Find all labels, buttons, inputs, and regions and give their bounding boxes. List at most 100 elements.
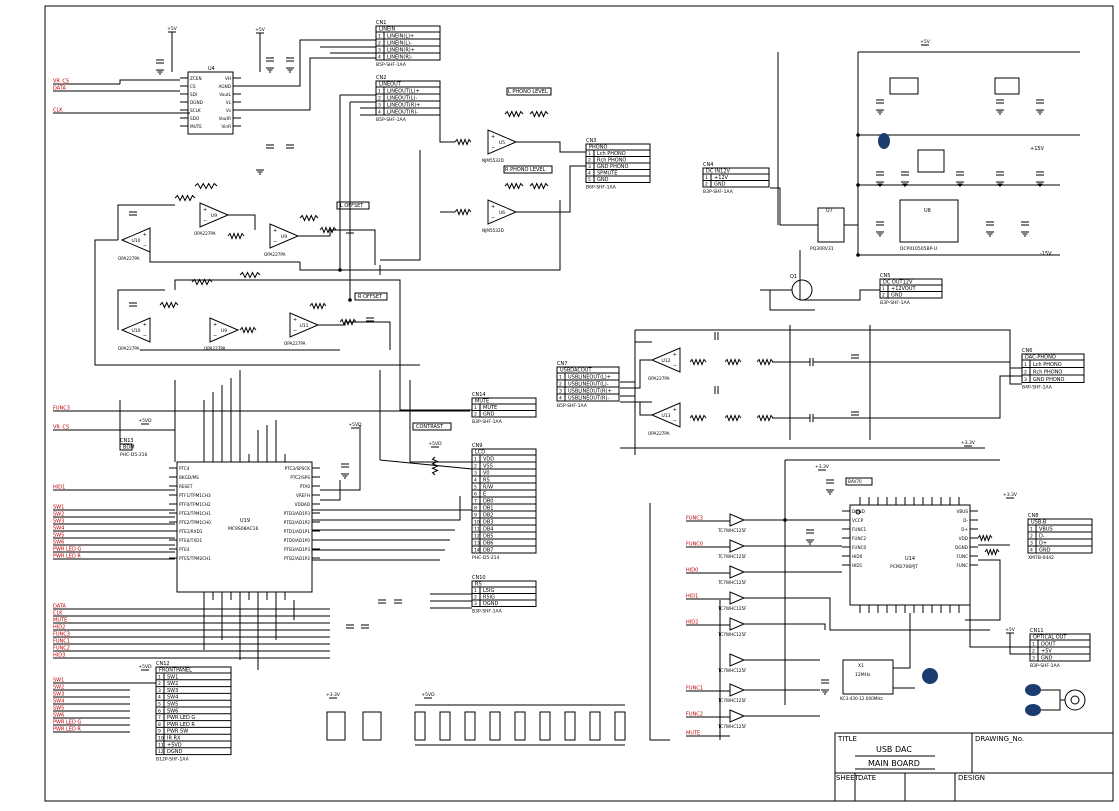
connector-pin-number: 1 xyxy=(378,89,381,95)
opamp-part: OPA227PA xyxy=(194,231,216,236)
net-label: MUTE xyxy=(686,731,700,737)
wire xyxy=(620,395,652,403)
label-box xyxy=(354,292,388,301)
connector-box xyxy=(1029,639,1091,662)
buffer-gate xyxy=(729,591,746,605)
connector-part: B12P-SHF-1AA xyxy=(156,757,190,763)
buffer-gate xyxy=(729,653,746,667)
connector-pin-name: SW3 xyxy=(167,688,178,694)
ic-part: PQ30RV31 xyxy=(810,246,834,252)
opamp-part: OPA227PA xyxy=(648,431,670,436)
connector-pin-number: 1 xyxy=(378,34,381,40)
connector-pin-number: 3 xyxy=(559,389,562,395)
opamp-part: OPA227PA xyxy=(204,346,226,351)
connector-pin-number: 12 xyxy=(158,749,164,755)
label-box xyxy=(412,422,452,431)
opamp-body xyxy=(487,199,518,225)
buffer-gate xyxy=(729,565,746,579)
connector-title: USB-B xyxy=(1031,520,1047,526)
opamp-ref: U5 xyxy=(499,140,505,146)
connector-pin-number: 2 xyxy=(588,158,591,164)
connector-pin-number: 2 xyxy=(158,681,161,687)
connector-pin-name: PWR SW xyxy=(167,729,188,735)
opamp-plus: + xyxy=(491,204,495,210)
ic-pin-name: PTE1/RXD1 xyxy=(179,529,203,534)
connector-pin-name: GND xyxy=(483,412,495,418)
net-label: SW3 xyxy=(53,519,64,525)
connector-pin-name: SW4 xyxy=(167,695,178,701)
ic-part: KC3-430-12.000MHz xyxy=(840,696,884,701)
connector-pin-name: Rch PHONO xyxy=(597,158,626,164)
connector-ref: CN6 xyxy=(1022,348,1032,354)
opamp-ref: U11 xyxy=(299,323,308,329)
connector-pin-number: 2 xyxy=(1024,370,1027,376)
net-label: SW6 xyxy=(53,540,64,546)
buffer-gate xyxy=(729,539,746,553)
connector-part: B3P-SHF-1AA xyxy=(880,300,911,306)
connector-pin-name: VDD xyxy=(483,457,494,463)
opamp-part: NJM5532D xyxy=(482,228,504,233)
ic-ref: U4 xyxy=(208,66,215,72)
ic-pin-name: MUTE xyxy=(190,124,202,129)
opamp-minus: − xyxy=(673,418,677,424)
wire xyxy=(149,252,300,263)
connector-pin-number: 1 xyxy=(1032,642,1035,648)
connector-box xyxy=(471,586,537,607)
net-label: PWR LED R xyxy=(53,727,81,733)
ic-pin-name: VL xyxy=(226,100,232,105)
resistor xyxy=(756,414,774,422)
drawing-no-label: DRAWING_No. xyxy=(975,735,1024,743)
connector-pin-name: R/W xyxy=(483,485,493,491)
electrolytic-cap xyxy=(878,133,890,149)
power-rail-label: +5V xyxy=(1005,627,1016,633)
resistor xyxy=(339,318,357,326)
sheet-border xyxy=(44,5,1114,802)
part-outline xyxy=(414,711,426,741)
connector-pin-number: 1 xyxy=(474,588,477,594)
connector-part: PHC-D5-214 xyxy=(472,555,500,561)
connector-pin-number: 6 xyxy=(474,492,477,498)
resistor xyxy=(159,301,179,309)
connector-pin-number: 3 xyxy=(474,471,477,477)
connector-pin-name: L5IG xyxy=(483,588,494,594)
connector-pin-name: LINEOUT(L)+ xyxy=(387,89,420,95)
ic-ref: U8 xyxy=(924,208,931,214)
connector-pin-name: LINEIN(L)- xyxy=(387,41,412,47)
wire xyxy=(439,115,455,143)
ic-pin-name: PTF1/TPM1CH3 xyxy=(179,493,211,498)
ic-pin-name: VCCP xyxy=(852,518,864,523)
connector-box xyxy=(585,149,651,183)
connector-part: B3P-SHF-1AA xyxy=(1030,663,1061,669)
connector-pin-number: 5 xyxy=(588,177,591,183)
part-outline xyxy=(489,711,501,741)
connector-pin-number: 3 xyxy=(474,601,477,607)
ic-pin-name: PTB3/AD1P3 xyxy=(284,547,310,552)
connector-part: B5P-SHF-1AA xyxy=(376,62,407,68)
ic-body xyxy=(187,71,234,135)
ic-pin-name: RESET xyxy=(179,484,193,489)
ic-pin-name: AGND xyxy=(219,84,231,89)
net-label: FUNC0 xyxy=(686,542,703,548)
wire xyxy=(965,559,1001,621)
wire xyxy=(94,239,420,366)
connector-part: PHC-D5-216 xyxy=(120,452,148,458)
ic-pin-name: PTE5/TPM2CH1 xyxy=(179,556,211,561)
ic-ref: U14 xyxy=(905,556,915,562)
connector-pin-name: V0 xyxy=(483,471,490,477)
wire xyxy=(516,141,586,153)
connector-part: B6P-SHF-1AA xyxy=(586,185,617,191)
net-label: DATA xyxy=(53,604,66,610)
resistor xyxy=(756,358,774,366)
connector-pin-name: SPMUTE xyxy=(597,171,617,177)
connector-title: LCD xyxy=(475,450,485,456)
power-rail-label: +5V xyxy=(920,39,931,45)
ic-pin-name: DGND xyxy=(852,509,865,514)
ic-pin-name: FUNC xyxy=(956,554,968,559)
connector-ref: CN9 xyxy=(472,443,482,449)
connector-pin-name: E xyxy=(483,492,486,498)
wire xyxy=(228,214,256,230)
connector-pin-name: GND xyxy=(1039,548,1051,554)
opamp-minus: − xyxy=(143,243,147,249)
regulator-box xyxy=(817,207,845,243)
crystal-box xyxy=(842,659,894,695)
